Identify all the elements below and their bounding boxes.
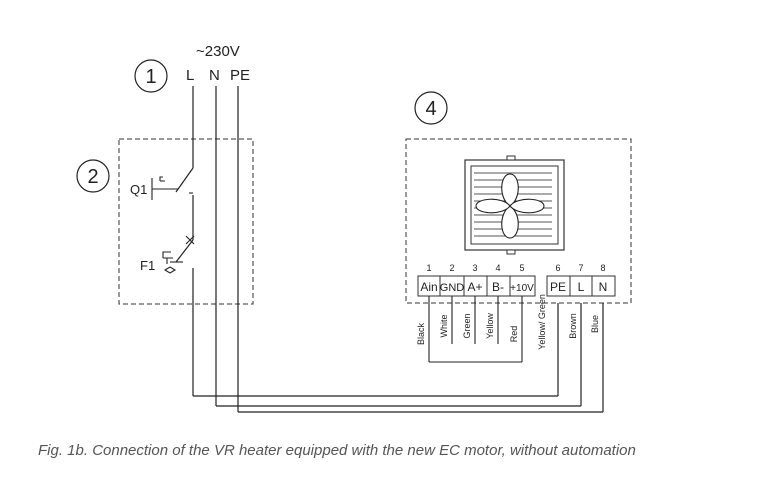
terminal-label: A+ bbox=[467, 280, 482, 294]
terminal-number: 3 bbox=[472, 263, 477, 273]
heater-enclosure bbox=[405, 138, 632, 304]
wire-color-label: White bbox=[439, 314, 449, 337]
wire-color-label: Yellow/ Green bbox=[537, 294, 547, 350]
wire-color-label: Blue bbox=[590, 315, 600, 333]
terminal-number: 4 bbox=[495, 263, 500, 273]
terminal-number: 8 bbox=[600, 263, 605, 273]
supply-conductor-pe-label: PE bbox=[230, 67, 250, 84]
terminal-label: L bbox=[578, 280, 585, 294]
terminal-label: N bbox=[599, 280, 608, 294]
f1-breaker-symbol bbox=[162, 235, 195, 274]
callout-2: 2 bbox=[76, 159, 110, 193]
wire-color-label: Black bbox=[416, 323, 426, 346]
callout-1: 1 bbox=[134, 59, 168, 93]
switch-enclosure bbox=[118, 138, 254, 305]
svg-text:2: 2 bbox=[87, 166, 98, 188]
pe-conductor bbox=[237, 86, 604, 413]
wire-color-labels: Black White Green Yellow Red Yellow/ Gre… bbox=[416, 294, 600, 350]
svg-text:1: 1 bbox=[145, 66, 156, 88]
terminal-label: Ain bbox=[420, 280, 437, 294]
terminal-number: 5 bbox=[519, 263, 524, 273]
terminal-label: +10V bbox=[510, 283, 534, 294]
wire-color-label: Brown bbox=[568, 313, 578, 339]
fan-unit bbox=[464, 155, 565, 255]
q1-label: Q1 bbox=[130, 182, 147, 197]
terminal-numbers: 1 2 3 4 5 6 7 8 bbox=[426, 263, 605, 273]
l-conductor bbox=[175, 86, 559, 397]
terminal-label: GND bbox=[440, 282, 465, 294]
terminal-block-power bbox=[546, 275, 616, 297]
terminal-label: PE bbox=[550, 280, 566, 294]
figure-caption: Fig. 1b. Connection of the VR heater equ… bbox=[38, 442, 636, 459]
supply-voltage-label: ~230V bbox=[196, 43, 240, 60]
terminal-number: 7 bbox=[578, 263, 583, 273]
terminal-number: 2 bbox=[449, 263, 454, 273]
terminal-label: B- bbox=[492, 280, 504, 294]
terminal-block-control bbox=[417, 275, 536, 297]
supply-conductor-l-label: L bbox=[186, 67, 194, 84]
terminal-labels: Ain GND A+ B- +10V PE L N bbox=[420, 280, 607, 294]
terminal-number: 1 bbox=[426, 263, 431, 273]
supply-conductor-n-label: N bbox=[209, 67, 220, 84]
terminal-number: 6 bbox=[555, 263, 560, 273]
wire-color-label: Red bbox=[509, 326, 519, 343]
callout-4: 4 bbox=[414, 91, 448, 125]
wire-color-label: Green bbox=[462, 313, 472, 338]
wire-color-label: Yellow bbox=[485, 313, 495, 339]
f1-label: F1 bbox=[140, 258, 155, 273]
n-conductor bbox=[215, 86, 582, 407]
svg-text:4: 4 bbox=[425, 98, 436, 120]
fan-icon bbox=[475, 173, 545, 239]
control-wires bbox=[428, 296, 523, 363]
q1-switch-symbol bbox=[151, 176, 193, 200]
